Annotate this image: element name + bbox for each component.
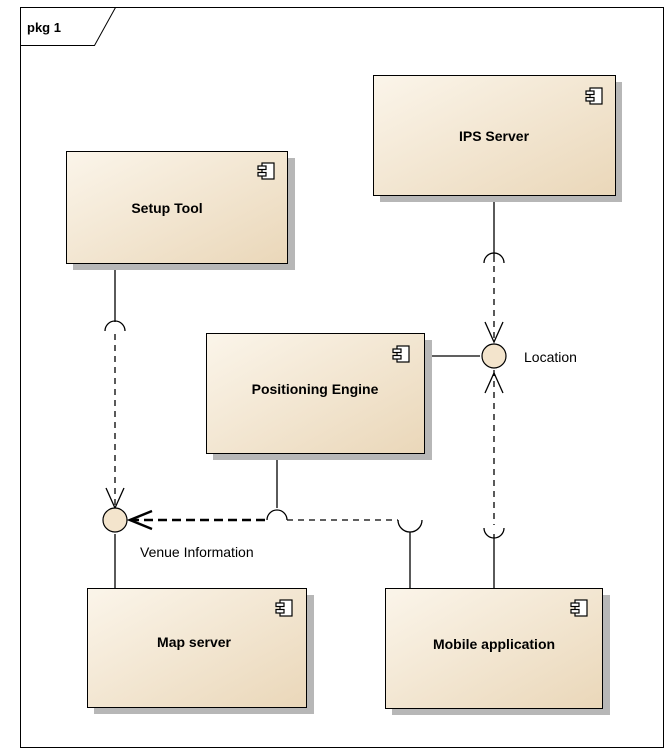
component-map-server-label: Map server: [157, 634, 231, 650]
package-tab: [20, 7, 116, 46]
interface-location-label: Location: [524, 349, 577, 365]
component-ips-server-label: IPS Server: [459, 128, 530, 144]
connectors: [104, 196, 505, 588]
component-setup-tool[interactable]: Setup Tool: [66, 151, 296, 271]
component-box: [373, 75, 616, 196]
component-setup-tool-label: Setup Tool: [131, 200, 202, 216]
positioning-engine-socket-icon: [266, 509, 288, 521]
ips-server-socket-icon: [483, 252, 505, 264]
component-map-server[interactable]: Map server: [87, 588, 315, 715]
interface-venue-information-label: Venue Information: [140, 544, 254, 560]
interface-venue-information-circle: [102, 507, 128, 533]
component-mobile-application-label: Mobile application: [433, 636, 555, 652]
component-ips-server[interactable]: IPS Server: [373, 75, 623, 203]
component-box: [385, 588, 603, 709]
component-box: [87, 588, 307, 708]
component-positioning-engine[interactable]: Positioning Engine: [206, 333, 433, 461]
component-positioning-engine-label: Positioning Engine: [252, 381, 379, 397]
component-box: [206, 333, 425, 454]
venue-arrowhead: [126, 509, 153, 531]
interface-venue-information[interactable]: Venue Information: [102, 507, 254, 560]
component-box: [66, 151, 288, 264]
interface-location[interactable]: Location: [481, 343, 577, 369]
mobile-location-arrowhead: [484, 371, 504, 394]
interface-location-circle: [481, 343, 507, 369]
setup-tool-socket-icon: [104, 320, 126, 332]
ips-server-arrowhead: [484, 321, 504, 344]
component-mobile-application[interactable]: Mobile application: [385, 588, 611, 716]
package-name: pkg 1: [27, 20, 61, 35]
